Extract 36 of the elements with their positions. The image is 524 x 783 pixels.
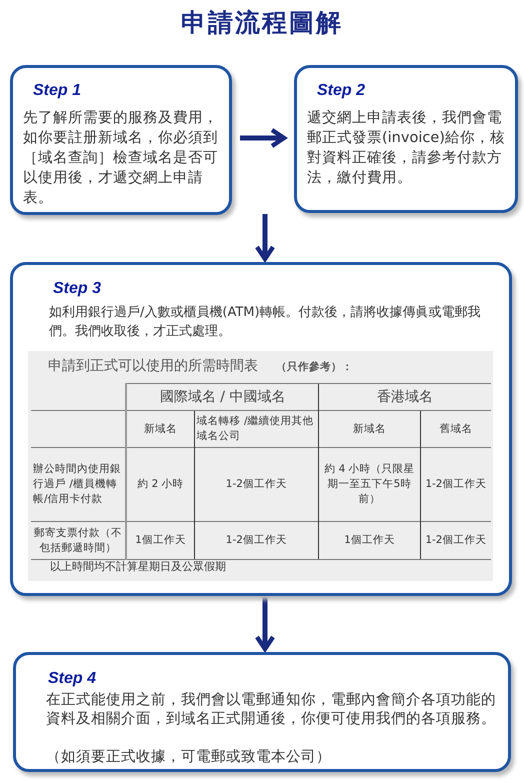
- table-cell: 1-2個工作天: [194, 522, 319, 560]
- column-group-header: 國際域名 / 中國域名: [126, 384, 319, 410]
- table-cell: 1-2個工作天: [194, 448, 319, 522]
- column-header: 域名轉移 /繼續使用其他域名公司: [194, 410, 319, 448]
- table-cell: 約 2 小時: [126, 448, 194, 522]
- column-group-header: 香港域名: [318, 384, 491, 410]
- table-footnote: 以上時間均不計算星期日及公眾假期: [50, 559, 226, 574]
- arrow: [254, 214, 276, 262]
- step-description: 先了解所需要的服務及費用，如你要註册新域名，你必須到［域名查詢］檢查域名是否可以使用後，才遞交網上申請表。: [23, 109, 219, 208]
- step-description: 遞交網上申請表後，我們會電郵正式發票(invoice)給你，核對資料正確後，請參考付款方法，繳付費用。: [307, 108, 506, 188]
- column-header: 舊域名: [420, 410, 491, 448]
- step-description: 如利用銀行過戶/入數或櫃員機(ATM)轉帳。付款後，請將收據傳眞或電郵我們。我們收取後，才正式處理。: [49, 304, 482, 341]
- step-heading: Step 1: [33, 82, 82, 100]
- column-header: 新域名: [318, 410, 420, 448]
- table-cell: 1個工作天: [318, 522, 420, 560]
- step-box: [294, 65, 518, 213]
- row-header: 郵寄支票付款（不包括郵遞時間）: [31, 522, 126, 560]
- step-heading: Step 4: [48, 670, 96, 688]
- receipt-note: （如須要正式收據，可電郵或致電本公司）: [46, 748, 332, 767]
- step-heading: Step 3: [53, 280, 102, 298]
- arrow: [254, 597, 276, 652]
- step-box: [10, 65, 232, 215]
- table-cell: 約 4 小時（只限星期一至五下午5時前）: [318, 448, 420, 522]
- step-description: 在正式能使用之前，我們會以電郵通知你，電郵內會簡介各項功能的資料及相關介面，到域名正式開通後，你便可使用我們的各項服務。: [46, 691, 496, 729]
- table-cell: 1個工作天: [126, 522, 194, 560]
- table-cell: 1-2個工作天: [420, 448, 491, 522]
- table-title: 申請到正式可以使用的所需時間表: [48, 357, 258, 375]
- step-box: [13, 652, 511, 772]
- step-box: [10, 262, 512, 596]
- column-header: 新域名: [126, 410, 194, 448]
- step-heading: Step 2: [317, 82, 366, 100]
- row-header: 辦公時間內使用銀行過戶 /櫃員機轉帳/信用卡付款: [31, 448, 126, 522]
- diagram-title: 申請流程圖解: [180, 7, 344, 39]
- arrow: [240, 128, 286, 148]
- table-cell: 1-2個工作天: [420, 522, 491, 560]
- table-note: （只作參考）：: [276, 360, 353, 374]
